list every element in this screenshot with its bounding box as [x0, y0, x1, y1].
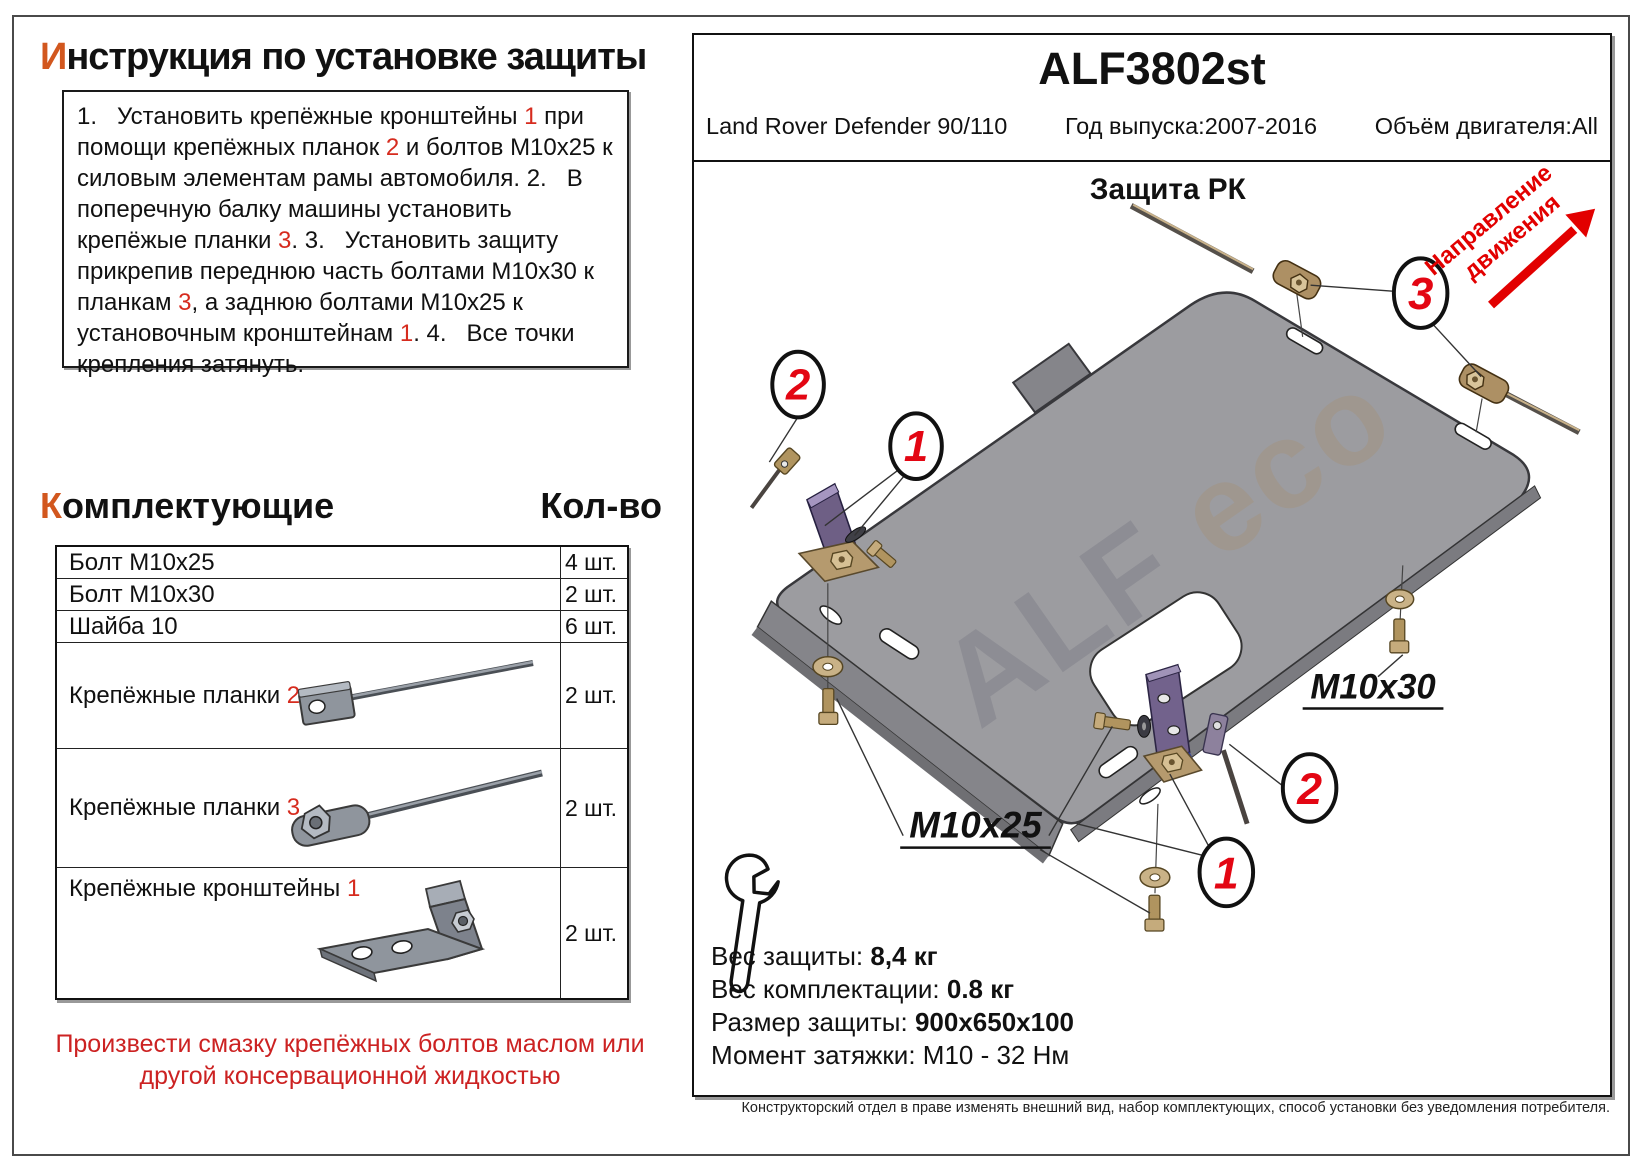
bracket-assembly-center	[1093, 663, 1203, 783]
spec-label: Момент затяжки:	[711, 1040, 923, 1070]
spec-value: 0.8 кг	[946, 974, 1015, 1004]
bolt-label-m10x25: М10х25	[900, 805, 1051, 849]
svg-text:3: 3	[1408, 268, 1433, 319]
parts-header-title: Комплектующие	[40, 485, 334, 527]
spec-label: Вес защиты:	[711, 941, 871, 971]
callout-3: 3	[1391, 256, 1450, 330]
table-row: Шайба 10 6 шт.	[57, 610, 627, 642]
table-row: Болт М10х30 2 шт.	[57, 578, 627, 610]
spec-value: М10 - 32 Нм	[922, 1040, 1070, 1070]
washer-bolt-bottom	[1139, 866, 1171, 932]
bolt-small	[866, 540, 897, 568]
parts-title-rest: омплектующие	[61, 485, 335, 526]
mounting-strip-2-left	[749, 447, 801, 509]
washer-bolt-right	[1385, 588, 1415, 654]
slot-hole	[1285, 327, 1324, 355]
bolt-small	[1093, 711, 1132, 731]
mounting-strip-3-image	[291, 769, 543, 847]
washer-bolt-left	[812, 656, 844, 726]
part-qty: 6 шт.	[560, 611, 627, 642]
page-border	[12, 15, 1630, 1156]
flange-rim	[751, 626, 1049, 864]
leader-lines	[768, 284, 1482, 914]
shield-plate: ALF eco	[751, 291, 1542, 864]
parts-table: Болт М10х25 4 шт. Болт М10х30 2 шт. Шайб…	[55, 545, 629, 1000]
installation-diagram: Защита РК ALF eco	[724, 162, 1596, 994]
part-label: Болт М10х30	[69, 580, 215, 608]
table-row: Болт М10х25 4 шт.	[57, 547, 627, 578]
product-panel: ALF3802st Land Rover Defender 90/110 Год…	[692, 33, 1612, 1097]
bracket-assembly-left	[797, 482, 897, 583]
title-initial: И	[40, 36, 67, 78]
spec-value: 900х650х100	[914, 1007, 1074, 1037]
svg-text:М10х30: М10х30	[1310, 669, 1435, 707]
keyhole-slot	[878, 628, 920, 660]
part-qty: 2 шт.	[560, 579, 627, 610]
callout-1-topleft: 1	[888, 411, 944, 481]
panel-header: ALF3802st Land Rover Defender 90/110 Год…	[694, 35, 1610, 162]
part-qty: 2 шт.	[560, 868, 627, 998]
lubrication-note: Произвести смазку крепёжных болтов масло…	[55, 1030, 645, 1090]
part-qty: 2 шт.	[560, 643, 627, 748]
model-name: Land Rover Defender 90/110	[706, 113, 1008, 139]
instruction-step: 2. В поперечную балку машины установить …	[77, 165, 583, 254]
svg-text:1: 1	[904, 422, 928, 471]
table-row: Крепёжные планки 3 2 шт.	[57, 748, 627, 867]
spec-value: 8,4 кг	[870, 941, 938, 971]
callout-2-topleft: 2	[770, 349, 826, 420]
parts-title-initial: К	[40, 485, 62, 526]
part-label: Крепёжные планки 2	[57, 643, 560, 748]
mounting-strip-2-center	[1202, 712, 1250, 825]
engine-volume: Объём двигателя:All	[1374, 113, 1598, 139]
instruction-step: 1. Установить крепёжные кронштейны 1 при…	[77, 103, 613, 192]
spec-label: Вес комплектации:	[711, 974, 947, 1004]
table-row: Крепёжные кронштейны 1 2 шт.	[57, 867, 627, 998]
instruction-step: 3. Установить защиту прикрепив переднюю …	[77, 227, 594, 347]
instruction-step: 4. Все точки крепления затянуть.	[77, 320, 575, 378]
model-row: Land Rover Defender 90/110 Год выпуска:2…	[694, 113, 1610, 140]
callout-2-right: 2	[1280, 752, 1339, 824]
oval-hole	[1139, 787, 1161, 805]
spec-line: Момент затяжки: М10 - 32 Нм	[711, 1039, 1074, 1072]
part-label-text: Крепёжные планки 3	[69, 794, 301, 821]
part-label: Крепёжные кронштейны 1	[57, 861, 560, 1005]
mounting-strip-3-top	[1129, 203, 1322, 300]
callout-1-bottom: 1	[1197, 836, 1256, 909]
spec-line: Вес защиты: 8,4 кг	[711, 940, 1074, 973]
part-label-text: Крепёжные кронштейны 1	[69, 875, 361, 902]
specs-block: Вес защиты: 8,4 кг Вес комплектации: 0.8…	[711, 940, 1074, 1072]
spec-line: Размер защиты: 900х650х100	[711, 1006, 1074, 1039]
mounting-strip-2-image	[297, 660, 534, 726]
title-rest: нструкция по установке защиты	[66, 36, 647, 78]
part-qty: 2 шт.	[560, 749, 627, 867]
plate-cutout	[1089, 591, 1243, 727]
wrench-icon	[724, 853, 780, 994]
part-label: Болт М10х25	[69, 548, 215, 576]
part-number: ALF3802st	[1038, 43, 1266, 94]
svg-text:М10х25: М10х25	[909, 805, 1042, 846]
part-label: Крепёжные планки 3	[57, 749, 560, 867]
plate-tab	[1011, 342, 1092, 414]
spec-line: Вес комплектации: 0.8 кг	[711, 973, 1074, 1006]
diagram-title: Защита РК	[1090, 173, 1247, 206]
spec-label: Размер защиты:	[711, 1007, 915, 1037]
table-row: Крепёжные планки 2 2 шт.	[57, 642, 627, 748]
parts-qty-title: Кол-во	[540, 485, 662, 526]
keyhole-slot	[1098, 745, 1139, 779]
part-label: Шайба 10	[69, 612, 178, 640]
page-title: Инструкция по установке защиты	[40, 36, 670, 79]
disclaimer-footer: Конструкторский отдел в праве изменять в…	[741, 1100, 1610, 1116]
svg-text:2: 2	[785, 360, 810, 409]
instructions-box: 1. Установить крепёжные кронштейны 1 при…	[62, 90, 629, 378]
part-label-text: Крепёжные планки 2	[69, 681, 301, 709]
svg-text:2: 2	[1296, 765, 1322, 814]
part-qty: 4 шт.	[560, 547, 627, 578]
bolt-label-m10x30: М10х30	[1302, 669, 1444, 710]
mounting-strip-3-right	[1458, 363, 1581, 435]
svg-text:1: 1	[1214, 849, 1239, 898]
parts-header: Комплектующие Кол-во	[40, 485, 662, 527]
model-years: Год выпуска:2007-2016	[1065, 113, 1318, 139]
